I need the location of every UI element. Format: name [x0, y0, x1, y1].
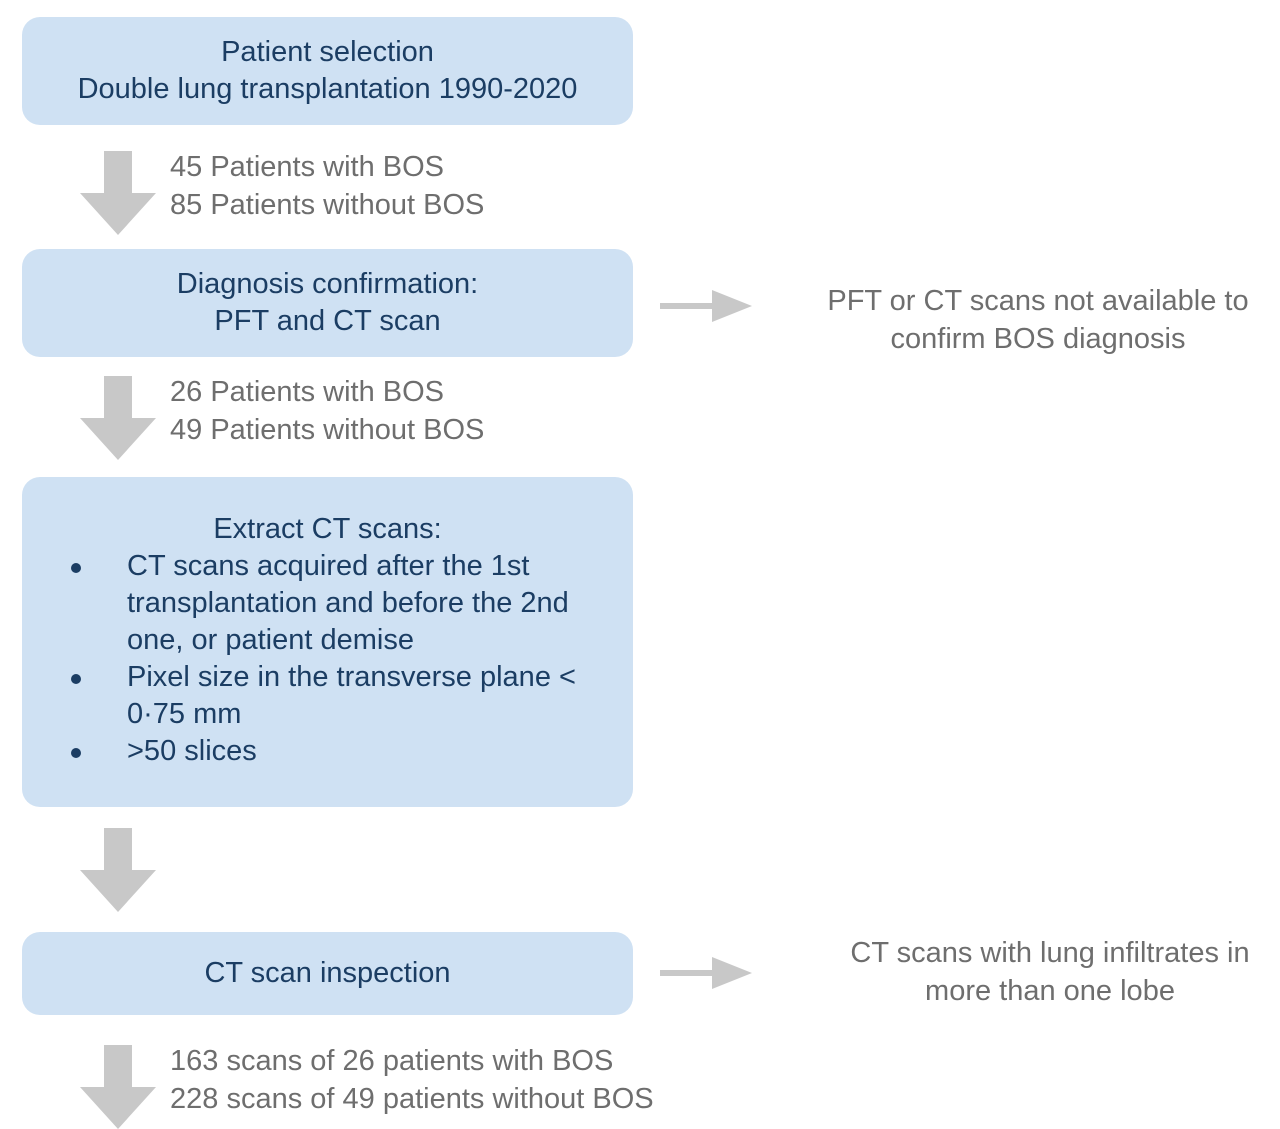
count-after-inspection: 163 scans of 26 patients with BOS 228 sc…: [170, 1042, 654, 1118]
criteria-text: CT scans acquired after the 1st transpla…: [127, 550, 569, 656]
step-patient-selection: Patient selection Double lung transplant…: [22, 17, 633, 125]
count-without-bos: 85 Patients without BOS: [170, 189, 485, 221]
criteria-list: CT scans acquired after the 1st transpla…: [22, 548, 633, 770]
exclusion-line: CT scans with lung infiltrates in: [850, 937, 1250, 969]
right-arrow-icon: [660, 290, 752, 322]
bullet-icon: [71, 748, 81, 758]
bullet-icon: [71, 674, 81, 684]
criteria-item: Pixel size in the transverse plane < 0·7…: [22, 659, 633, 733]
exclusion-line: more than one lobe: [925, 975, 1175, 1007]
down-arrow-icon: [80, 828, 156, 912]
count-with-bos: 45 Patients with BOS: [170, 151, 445, 183]
step-subtitle: Double lung transplantation 1990-2020: [77, 73, 578, 105]
exclusion-note-confirmation: PFT or CT scans not available to confirm…: [800, 282, 1276, 358]
step-extract-ct-scans: Extract CT scans: CT scans acquired afte…: [22, 477, 633, 807]
down-arrow-icon: [80, 376, 156, 460]
count-with-bos: 163 scans of 26 patients with BOS: [170, 1045, 614, 1077]
step-ct-scan-inspection: CT scan inspection: [22, 932, 633, 1015]
step-title: Patient selection: [221, 36, 434, 68]
right-arrow-icon: [660, 957, 752, 989]
step-title: CT scan inspection: [204, 957, 451, 989]
criteria-item: >50 slices: [22, 733, 633, 770]
bullet-icon: [71, 563, 81, 573]
count-without-bos: 49 Patients without BOS: [170, 414, 485, 446]
count-after-selection: 45 Patients with BOS 85 Patients without…: [170, 148, 484, 224]
count-with-bos: 26 Patients with BOS: [170, 376, 445, 408]
down-arrow-icon: [80, 1045, 156, 1129]
step-subtitle: PFT and CT scan: [214, 305, 441, 337]
step-title: Diagnosis confirmation:: [176, 268, 479, 300]
count-after-confirmation: 26 Patients with BOS 49 Patients without…: [170, 373, 484, 449]
exclusion-line: PFT or CT scans not available to: [827, 285, 1249, 317]
exclusion-line: confirm BOS diagnosis: [890, 323, 1186, 355]
count-without-bos: 228 scans of 49 patients without BOS: [170, 1083, 654, 1115]
down-arrow-icon: [80, 151, 156, 235]
step-diagnosis-confirmation: Diagnosis confirmation: PFT and CT scan: [22, 249, 633, 357]
step-title: Extract CT scans:: [213, 513, 442, 545]
criteria-text: Pixel size in the transverse plane < 0·7…: [127, 661, 576, 730]
criteria-text: >50 slices: [127, 735, 257, 767]
exclusion-note-inspection: CT scans with lung infiltrates in more t…: [820, 934, 1280, 1010]
criteria-item: CT scans acquired after the 1st transpla…: [22, 548, 633, 659]
